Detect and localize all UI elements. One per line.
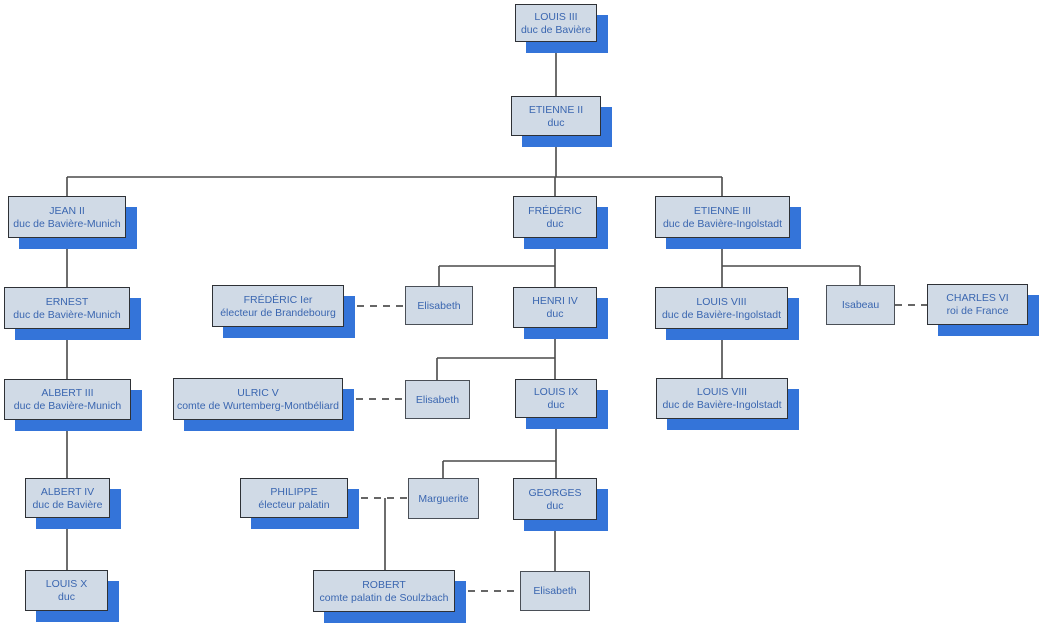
node-ulric-v: ULRIC V comte de Wurtemberg-Montbéliard: [173, 378, 343, 420]
person-name: HENRI IV: [532, 295, 578, 307]
node-elisabeth-3: Elisabeth: [520, 571, 590, 611]
person-name: Isabeau: [841, 299, 880, 311]
person-name: ALBERT IV: [40, 485, 95, 498]
descent-line: [721, 238, 861, 287]
person-title: duc de Bavière: [32, 498, 103, 511]
node-ernest: ERNEST duc de Bavière-Munich: [4, 287, 130, 329]
person-name: ERNEST: [45, 295, 89, 308]
person-title: duc: [547, 399, 565, 411]
person-name: GEORGES: [528, 486, 582, 499]
node-elisabeth-2: Elisabeth: [405, 380, 470, 419]
node-jean-ii: JEAN II duc de Bavière-Munich: [8, 196, 126, 238]
person-name: LOUIS X: [45, 578, 88, 590]
person-title: duc de Bavière-Ingolstadt: [662, 217, 783, 230]
person-name: PHILIPPE: [270, 485, 318, 498]
person-name: Elisabeth: [533, 585, 577, 597]
person-title: duc de Bavière: [520, 23, 592, 36]
person-title: comte de Wurtemberg-Montbéliard: [176, 399, 340, 412]
node-charles-vi: CHARLES VI roi de France: [927, 284, 1028, 325]
person-name: FRÉDÉRIC Ier: [243, 293, 313, 306]
person-name: ROBERT: [362, 578, 406, 591]
node-georges: GEORGES duc: [513, 478, 597, 520]
descent-line: [438, 238, 556, 287]
node-albert-iv: ALBERT IV duc de Bavière: [25, 478, 110, 518]
person-name: CHARLES VI: [946, 292, 1009, 304]
node-albert-iii: ALBERT III duc de Bavière-Munich: [4, 379, 131, 420]
person-name: LOUIS IX: [533, 386, 579, 398]
person-title: duc: [546, 308, 564, 320]
person-name: Elisabeth: [415, 393, 460, 406]
person-title: duc de Bavière-Munich: [13, 217, 121, 230]
node-louis-iii: LOUIS III duc de Bavière: [515, 4, 597, 42]
person-title: duc: [547, 116, 565, 129]
node-etienne-ii: ETIENNE II duc: [511, 96, 601, 136]
person-name: ULRIC V: [237, 386, 279, 399]
node-etienne-iii: ETIENNE III duc de Bavière-Ingolstadt: [655, 196, 790, 238]
node-henri-iv: HENRI IV duc: [513, 287, 597, 328]
descent-line: [66, 136, 723, 196]
person-name: LOUIS VIII: [696, 295, 747, 308]
person-name: Marguerite: [418, 492, 469, 505]
descent-line: [442, 418, 557, 478]
node-marguerite: Marguerite: [408, 478, 479, 519]
node-louis-viii-a: LOUIS VIII duc de Bavière-Ingolstadt: [655, 287, 788, 329]
person-title: duc de Bavière-Munich: [13, 400, 122, 412]
descent-line: [436, 328, 556, 380]
person-title: duc de Bavière-Ingolstadt: [661, 308, 782, 321]
person-name: LOUIS III: [534, 10, 578, 23]
person-title: duc de Bavière-Munich: [13, 308, 121, 321]
person-title: électeur de Brandebourg: [220, 306, 336, 319]
person-name: LOUIS VIII: [696, 386, 748, 398]
person-title: comte palatin de Soulzbach: [319, 591, 449, 604]
node-louis-ix: LOUIS IX duc: [515, 379, 597, 418]
node-louis-viii-b: LOUIS VIII duc de Bavière-Ingolstadt: [656, 378, 788, 419]
person-name: ETIENNE II: [528, 103, 584, 116]
node-robert: ROBERT comte palatin de Soulzbach: [313, 570, 455, 612]
person-title: duc: [58, 591, 75, 603]
person-name: ALBERT III: [41, 387, 94, 399]
person-title: duc: [546, 217, 564, 230]
person-title: duc: [546, 499, 564, 512]
person-name: ETIENNE III: [693, 204, 752, 217]
person-title: duc de Bavière-Ingolstadt: [662, 399, 782, 411]
person-name: JEAN II: [49, 204, 85, 217]
node-isabeau: Isabeau: [826, 285, 895, 325]
person-name: FRÉDÉRIC: [528, 204, 582, 217]
node-elisabeth-1: Elisabeth: [405, 286, 473, 325]
node-frederic-ier: FRÉDÉRIC Ier électeur de Brandebourg: [212, 285, 344, 327]
person-title: électeur palatin: [258, 498, 330, 511]
node-louis-x: LOUIS X duc: [25, 570, 108, 611]
node-frederic: FRÉDÉRIC duc: [513, 196, 597, 238]
person-name: Elisabeth: [417, 299, 461, 312]
person-title: roi de France: [946, 305, 1009, 317]
node-philippe: PHILIPPE électeur palatin: [240, 478, 348, 518]
